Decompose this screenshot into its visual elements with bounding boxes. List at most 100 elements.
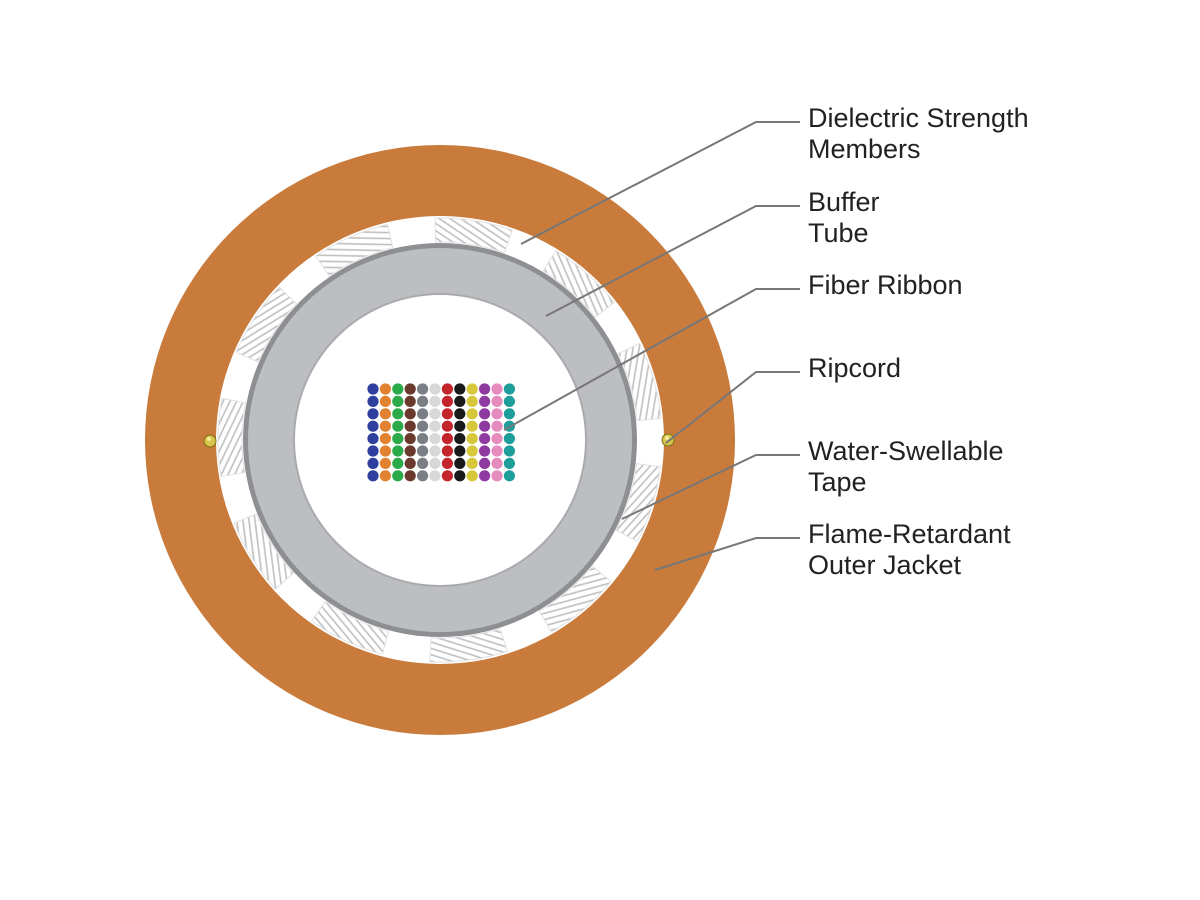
- optical-fiber: [367, 457, 379, 469]
- optical-fiber: [479, 395, 491, 407]
- optical-fiber: [466, 445, 478, 457]
- optical-fiber: [454, 408, 466, 420]
- optical-fiber: [466, 408, 478, 420]
- optical-fiber: [454, 383, 466, 395]
- leader-line-buffer-tube: [545, 205, 800, 317]
- dielectric-strength-members: [217, 217, 662, 663]
- optical-fiber: [479, 420, 491, 432]
- optical-fiber: [417, 395, 429, 407]
- optical-fiber: [479, 470, 491, 482]
- label-line: Buffer: [808, 187, 880, 217]
- optical-fiber: [404, 470, 416, 482]
- optical-fiber: [479, 445, 491, 457]
- optical-fiber: [479, 383, 491, 395]
- optical-fiber: [491, 470, 503, 482]
- label-line: Members: [808, 134, 921, 164]
- optical-fiber: [417, 383, 429, 395]
- optical-fiber: [491, 395, 503, 407]
- leader-line-water-tape: [621, 454, 800, 520]
- optical-fiber: [367, 408, 379, 420]
- ripcord-right: [661, 433, 675, 447]
- optical-fiber: [404, 420, 416, 432]
- leader-lines: [503, 121, 800, 571]
- optical-fiber: [404, 395, 416, 407]
- optical-fiber: [367, 420, 379, 432]
- optical-fiber: [503, 395, 515, 407]
- label-line: Tape: [808, 467, 867, 497]
- optical-fiber: [429, 395, 441, 407]
- optical-fiber: [392, 470, 404, 482]
- optical-fiber: [454, 445, 466, 457]
- label-buffer-tube: Buffer Tube: [808, 187, 880, 249]
- optical-fiber: [503, 445, 515, 457]
- leader-line-ripcord: [665, 371, 800, 444]
- optical-fiber: [392, 445, 404, 457]
- optical-fiber: [491, 420, 503, 432]
- optical-fiber: [454, 395, 466, 407]
- optical-fiber: [367, 383, 379, 395]
- optical-fiber: [441, 457, 453, 469]
- optical-fiber: [404, 383, 416, 395]
- optical-fiber: [404, 433, 416, 445]
- label-flame-retardant-outer-jacket: Flame-Retardant Outer Jacket: [808, 519, 1011, 581]
- optical-fiber: [404, 445, 416, 457]
- strength-member-segment: [310, 600, 390, 655]
- optical-fiber: [379, 383, 391, 395]
- optical-fiber: [503, 470, 515, 482]
- optical-fiber: [429, 420, 441, 432]
- label-water-swellable-tape: Water-Swellable Tape: [808, 436, 1004, 498]
- optical-fiber: [429, 408, 441, 420]
- optical-fiber: [454, 420, 466, 432]
- optical-fiber: [379, 457, 391, 469]
- optical-fiber: [379, 408, 391, 420]
- label-fiber-ribbon: Fiber Ribbon: [808, 270, 963, 301]
- optical-fiber: [429, 445, 441, 457]
- optical-fiber: [441, 433, 453, 445]
- optical-fiber: [466, 383, 478, 395]
- label-line: Ripcord: [808, 353, 902, 383]
- optical-fiber: [392, 383, 404, 395]
- optical-fiber: [392, 395, 404, 407]
- strength-member-segment: [217, 397, 247, 478]
- optical-fiber: [441, 383, 453, 395]
- strength-member-segment: [617, 342, 662, 422]
- label-ripcord: Ripcord: [808, 353, 901, 384]
- optical-fiber: [503, 383, 515, 395]
- optical-fiber: [404, 408, 416, 420]
- optical-fiber: [503, 408, 515, 420]
- optical-fiber: [367, 433, 379, 445]
- optical-fiber: [429, 383, 441, 395]
- optical-fiber: [441, 408, 453, 420]
- label-dielectric-strength-members: Dielectric Strength Members: [808, 103, 1029, 165]
- optical-fiber: [417, 408, 429, 420]
- label-line: Dielectric Strength: [808, 103, 1029, 133]
- label-line: Outer Jacket: [808, 550, 962, 580]
- leader-line-strength-members: [520, 121, 800, 245]
- optical-fiber: [379, 395, 391, 407]
- strength-member-segment: [315, 223, 394, 277]
- optical-fiber: [379, 445, 391, 457]
- label-line: Water-Swellable: [808, 436, 1004, 466]
- optical-fiber: [367, 445, 379, 457]
- optical-fiber: [491, 457, 503, 469]
- optical-fiber: [392, 457, 404, 469]
- optical-fiber: [417, 445, 429, 457]
- strength-member-segment: [615, 463, 661, 543]
- strength-member-segment: [235, 286, 298, 363]
- optical-fiber: [466, 420, 478, 432]
- optical-fiber: [392, 408, 404, 420]
- optical-fiber: [429, 433, 441, 445]
- optical-fiber: [367, 395, 379, 407]
- optical-fiber: [491, 445, 503, 457]
- strength-member-segment: [429, 628, 509, 663]
- leader-line-outer-jacket: [654, 537, 800, 571]
- label-line: Fiber Ribbon: [808, 270, 963, 300]
- optical-fiber: [417, 470, 429, 482]
- optical-fiber: [479, 408, 491, 420]
- optical-fiber: [392, 420, 404, 432]
- optical-fiber: [441, 420, 453, 432]
- optical-fiber: [491, 383, 503, 395]
- optical-fiber: [379, 433, 391, 445]
- leader-line-fiber-ribbon: [503, 288, 800, 431]
- optical-fiber: [466, 470, 478, 482]
